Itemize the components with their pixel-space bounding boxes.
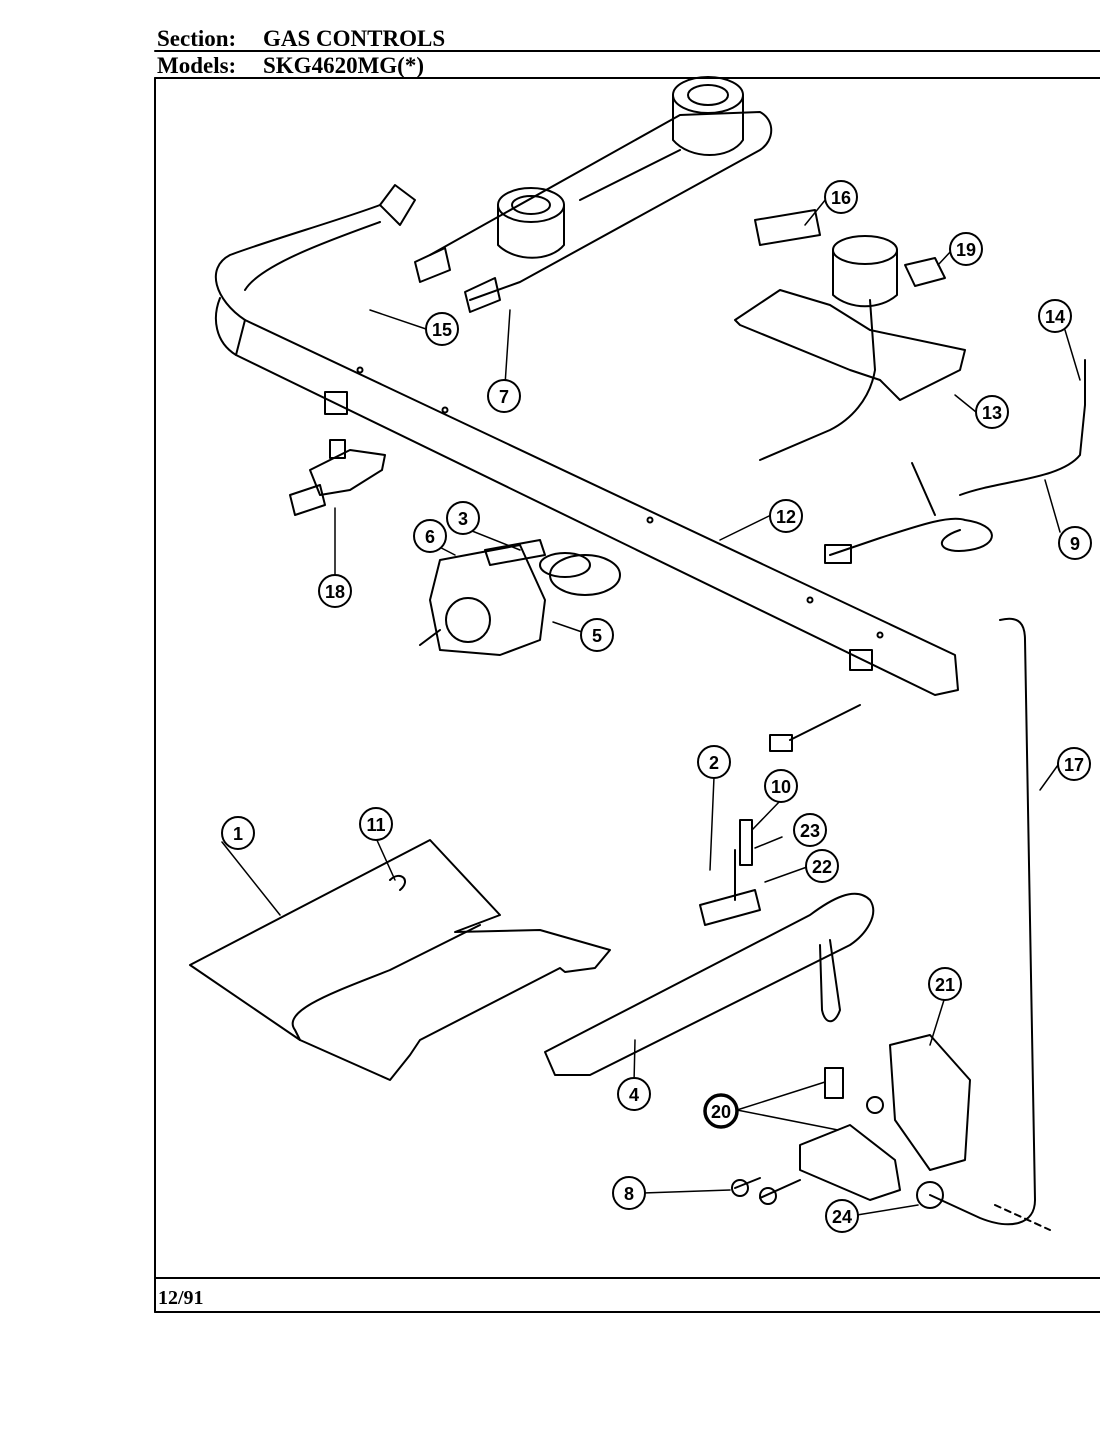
revision-date: 12/91 xyxy=(158,1287,204,1309)
models-header: Models: SKG4620MG(*) xyxy=(157,54,424,77)
callout-21: 21 xyxy=(928,967,962,1001)
callout-9: 9 xyxy=(1058,526,1092,560)
svg-text:7: 7 xyxy=(499,387,509,407)
callout-22: 22 xyxy=(805,849,839,883)
svg-text:18: 18 xyxy=(325,582,345,602)
callout-13: 13 xyxy=(975,395,1009,429)
broiler-shield xyxy=(189,839,611,1081)
callout-19: 19 xyxy=(949,232,983,266)
section-header: Section: GAS CONTROLS xyxy=(157,27,445,50)
svg-text:15: 15 xyxy=(432,320,452,340)
svg-text:19: 19 xyxy=(956,240,976,260)
svg-text:24: 24 xyxy=(832,1207,852,1227)
section-label: Section: xyxy=(157,26,237,51)
bolt xyxy=(769,704,861,752)
svg-text:8: 8 xyxy=(624,1184,634,1204)
svg-text:17: 17 xyxy=(1064,755,1084,775)
section-title: GAS CONTROLS xyxy=(263,26,446,51)
callout-8: 8 xyxy=(612,1176,646,1210)
callout-7: 7 xyxy=(487,379,521,413)
callout-15: 15 xyxy=(425,312,459,346)
callout-3: 3 xyxy=(446,501,480,535)
diagram-frame xyxy=(154,50,1100,1313)
svg-text:11: 11 xyxy=(366,815,385,835)
svg-text:20: 20 xyxy=(711,1102,731,1122)
svg-text:21: 21 xyxy=(935,975,955,995)
model-number: SKG4620MG(*) xyxy=(263,53,424,78)
callout-5: 5 xyxy=(580,618,614,652)
leader-lines xyxy=(221,198,1081,1216)
svg-text:1: 1 xyxy=(233,824,243,844)
callout-23: 23 xyxy=(793,813,827,847)
svg-text:13: 13 xyxy=(982,403,1002,423)
callout-11: 11 xyxy=(359,807,393,841)
safety-valve-assembly xyxy=(799,1034,971,1209)
oven-thermostat xyxy=(419,539,621,656)
callout-14: 14 xyxy=(1038,299,1072,333)
svg-text:6: 6 xyxy=(425,527,435,547)
models-label: Models: xyxy=(157,53,237,78)
oven-burner-assembly xyxy=(734,209,966,461)
broiler-burner xyxy=(544,819,875,1076)
callout-12: 12 xyxy=(769,499,803,533)
callout-24: 24 xyxy=(825,1199,859,1233)
svg-text:2: 2 xyxy=(709,753,719,773)
manifold-bar xyxy=(214,184,959,696)
callout-17: 17 xyxy=(1057,747,1091,781)
svg-text:22: 22 xyxy=(812,857,832,877)
burner-valve xyxy=(289,439,386,516)
callout-20: 20 xyxy=(703,1093,739,1129)
svg-text:3: 3 xyxy=(458,509,468,529)
svg-text:12: 12 xyxy=(776,507,796,527)
svg-text:9: 9 xyxy=(1070,534,1080,554)
callout-4: 4 xyxy=(617,1077,651,1111)
gas-line-tube xyxy=(929,617,1051,1231)
svg-text:5: 5 xyxy=(592,626,602,646)
svg-text:10: 10 xyxy=(771,777,791,797)
thermostat-capillary xyxy=(824,359,1086,564)
callout-1: 1 xyxy=(221,816,255,850)
callout-16: 16 xyxy=(824,180,858,214)
svg-text:14: 14 xyxy=(1045,307,1065,327)
callout-10: 10 xyxy=(764,769,798,803)
svg-text:23: 23 xyxy=(800,821,820,841)
svg-text:16: 16 xyxy=(831,188,851,208)
top-burner-assembly xyxy=(414,76,773,313)
callout-6: 6 xyxy=(413,519,447,553)
mounting-screws xyxy=(731,1177,801,1205)
callout-2: 2 xyxy=(697,745,731,779)
svg-text:4: 4 xyxy=(629,1085,639,1105)
callout-18: 18 xyxy=(318,574,352,608)
callout-bubbles: 1 2 3 4 5 6 7 8 9 10 11 12 13 14 15 16 1… xyxy=(221,180,1092,1233)
